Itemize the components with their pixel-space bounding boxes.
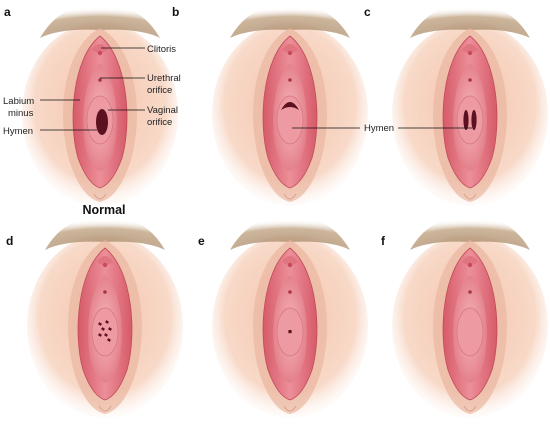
pubic-hair — [410, 3, 530, 38]
pubic-hair — [230, 3, 350, 38]
septate-opening-right — [471, 110, 477, 130]
panel-f — [392, 215, 548, 418]
clitoral-hood — [282, 256, 298, 265]
urethral-orifice — [98, 78, 102, 82]
perineum — [283, 405, 297, 412]
panel-d — [27, 215, 183, 418]
clitoral-hood — [282, 44, 298, 53]
panel-letter-b: b — [172, 5, 179, 19]
panel-letter-f: f — [381, 234, 386, 248]
vaginal-orifice — [96, 109, 108, 135]
clitoral-hood — [97, 256, 113, 265]
label-clitoris: Clitoris — [147, 44, 176, 55]
panel-b — [212, 3, 368, 206]
hymen — [91, 307, 119, 357]
panel-letter-a: a — [4, 5, 11, 19]
label-labium-minus-line1: Labium — [3, 96, 34, 107]
clitoral-hood — [92, 44, 108, 53]
label-hymen-a: Hymen — [3, 126, 33, 137]
clitoris — [467, 262, 473, 268]
clitoris — [467, 50, 473, 56]
perineum — [463, 193, 477, 200]
cribriform-perforation — [104, 333, 108, 337]
perineum — [98, 405, 112, 412]
perineum — [283, 193, 297, 200]
clitoris — [102, 262, 108, 268]
crescentic-opening — [281, 102, 299, 110]
urethral-orifice — [288, 290, 292, 294]
pubic-hair — [230, 215, 350, 250]
label-vaginal-orifice-line1: Vaginal — [147, 105, 178, 116]
panel-c — [392, 3, 548, 206]
hymen — [456, 307, 484, 357]
urethral-orifice — [468, 290, 472, 294]
perineum — [463, 405, 477, 412]
microperforation — [288, 330, 292, 334]
pubic-hair — [410, 215, 530, 250]
hymen — [456, 95, 484, 145]
urethral-orifice — [103, 290, 107, 294]
caption-normal: Normal — [82, 203, 125, 217]
urethral-orifice — [468, 78, 472, 82]
cribriform-perforation — [101, 327, 105, 331]
label-hymen-bc: Hymen — [364, 123, 394, 134]
pubic-hair — [45, 215, 165, 250]
clitoris — [287, 50, 293, 56]
septate-opening-left — [463, 110, 469, 130]
panel-letter-e: e — [198, 234, 205, 248]
cribriform-perforation — [105, 320, 109, 324]
clitoris — [287, 262, 293, 268]
label-urethral-orifice-line1: Urethral — [147, 73, 181, 84]
cribriform-perforation — [107, 338, 111, 342]
callouts-panel-a: Clitoris Urethral orifice Vaginal orific… — [3, 44, 181, 137]
panel-letter-c: c — [364, 5, 371, 19]
cribriform-perforation — [98, 322, 102, 326]
panel-e — [212, 215, 368, 418]
panel-letter-d: d — [6, 234, 13, 248]
pubic-hair — [40, 3, 160, 38]
clitoris — [97, 50, 103, 56]
clitoral-hood — [462, 44, 478, 53]
panel-a — [22, 3, 178, 206]
cribriform-perforation — [98, 333, 102, 337]
cribriform-perforation — [108, 327, 112, 331]
urethral-orifice — [288, 78, 292, 82]
label-labium-minus-line2: minus — [8, 108, 34, 119]
label-vaginal-orifice-line2: orifice — [147, 117, 172, 128]
perineum — [93, 193, 107, 200]
callout-hymen-bc: Hymen — [292, 123, 472, 134]
clitoral-hood — [462, 256, 478, 265]
label-urethral-orifice-line2: orifice — [147, 85, 172, 96]
